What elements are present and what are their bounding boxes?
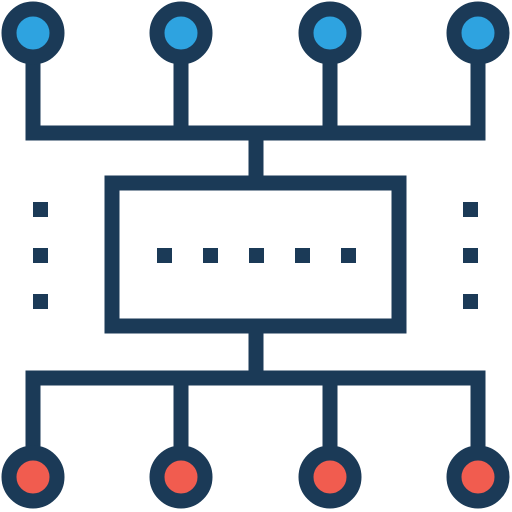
left-side-dots (33, 202, 48, 309)
side-dot (463, 294, 478, 309)
side-dot (33, 202, 48, 217)
central-hub-box (104, 175, 407, 334)
center-dot (295, 248, 310, 263)
top-node-circle (446, 1, 510, 65)
bottom-node-circle (149, 445, 213, 509)
side-dot (33, 248, 48, 263)
bottom-node-circle (1, 445, 65, 509)
center-dot (157, 248, 172, 263)
right-side-dots (463, 202, 478, 309)
center-dot (203, 248, 218, 263)
side-dot (463, 202, 478, 217)
connector-lines (25, 52, 486, 458)
top-node-circle (149, 1, 213, 65)
top-node-circle (1, 1, 65, 65)
center-dot (341, 248, 356, 263)
bottom-node-row (1, 445, 510, 509)
bottom-node-circle (298, 445, 362, 509)
bottom-node-circle (446, 445, 510, 509)
center-dot (249, 248, 264, 263)
top-node-circle (298, 1, 362, 65)
side-dot (463, 248, 478, 263)
side-dot (33, 294, 48, 309)
top-node-row (1, 1, 510, 65)
central-dot-row (157, 248, 356, 263)
